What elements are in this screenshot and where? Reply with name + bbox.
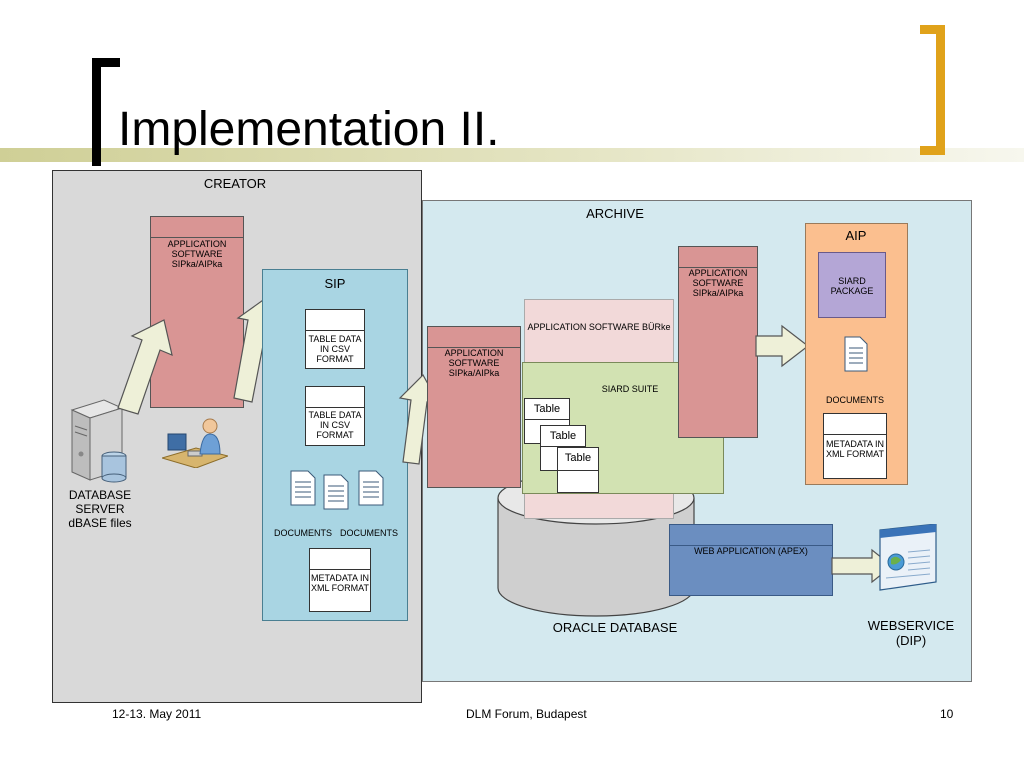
archive-label: ARCHIVE (586, 206, 644, 221)
title-right-bracket-top (920, 25, 945, 34)
title-right-bracket (936, 25, 945, 155)
sip-table-data-1-label: TABLE DATA IN CSV FORMAT (308, 334, 362, 364)
archive-app-software-left-label: APPLICATION SOFTWARE SIPka/AIPka (444, 348, 504, 378)
title-accent-bar (0, 148, 1024, 162)
aip-label: AIP (845, 228, 867, 243)
siard-table-3-label: Table (564, 452, 592, 464)
database-server-label: DATABASE SERVER dBASE files (68, 488, 132, 530)
archive-app-software-left (427, 326, 521, 488)
sip-metadata-label: METADATA IN XML FORMAT (310, 573, 369, 593)
footer-page-number: 10 (940, 707, 954, 721)
aip-metadata-label: METADATA IN XML FORMAT (825, 439, 884, 459)
browser-window-icon (879, 524, 937, 591)
oracle-database-label: ORACLE DATABASE (552, 620, 678, 635)
sip-document-icon-2 (323, 474, 349, 510)
sip-document-icon-1 (290, 470, 316, 506)
web-application (669, 524, 833, 596)
title-left-bracket-top (92, 58, 120, 67)
user-at-computer-icon (162, 418, 228, 468)
app-to-aip-arrow (755, 324, 809, 368)
siard-package (818, 252, 886, 318)
archive-app-software-right-label: APPLICATION SOFTWARE SIPka/AIPka (688, 268, 748, 298)
siard-suite-label: SIARD SUITE (601, 384, 659, 394)
sip-label: SIP (324, 276, 346, 291)
page-title: Implementation II. (118, 103, 500, 156)
siard-package-label: SIARD PACKAGE (830, 276, 874, 296)
siard-table-3 (557, 447, 599, 493)
creator-label: CREATOR (203, 176, 267, 191)
aip-document-icon (844, 336, 868, 372)
aip-metadata (823, 413, 887, 479)
sip-documents-label-2: DOCUMENTS (340, 528, 398, 538)
sip-table-data-1 (305, 309, 365, 369)
aip-documents-label: DOCUMENTS (826, 395, 884, 405)
webservice-label: WEBSERVICE (DIP) (867, 618, 955, 648)
footer-date: 12-13. May 2011 (112, 707, 202, 721)
sip-table-data-2-label: TABLE DATA IN CSV FORMAT (308, 410, 362, 440)
sip-document-icon-3 (358, 470, 384, 506)
database-server-icon (70, 399, 127, 483)
burke-app-software-label: APPLICATION SOFTWARE BÜRke (527, 322, 671, 332)
sip-documents-label-1: DOCUMENTS (274, 528, 332, 538)
siard-table-1-label: Table (533, 403, 561, 415)
sip-metadata (309, 548, 371, 612)
web-application-label: WEB APPLICATION (APEX) (694, 546, 808, 556)
sip-table-data-2 (305, 386, 365, 446)
footer-event: DLM Forum, Budapest (466, 707, 587, 721)
title-left-bracket (92, 58, 101, 166)
title-right-bracket-bottom (920, 146, 945, 155)
creator-app-software (150, 216, 244, 408)
siard-table-2-label: Table (549, 430, 577, 442)
creator-app-software-label: APPLICATION SOFTWARE SIPka/AIPka (167, 239, 227, 269)
